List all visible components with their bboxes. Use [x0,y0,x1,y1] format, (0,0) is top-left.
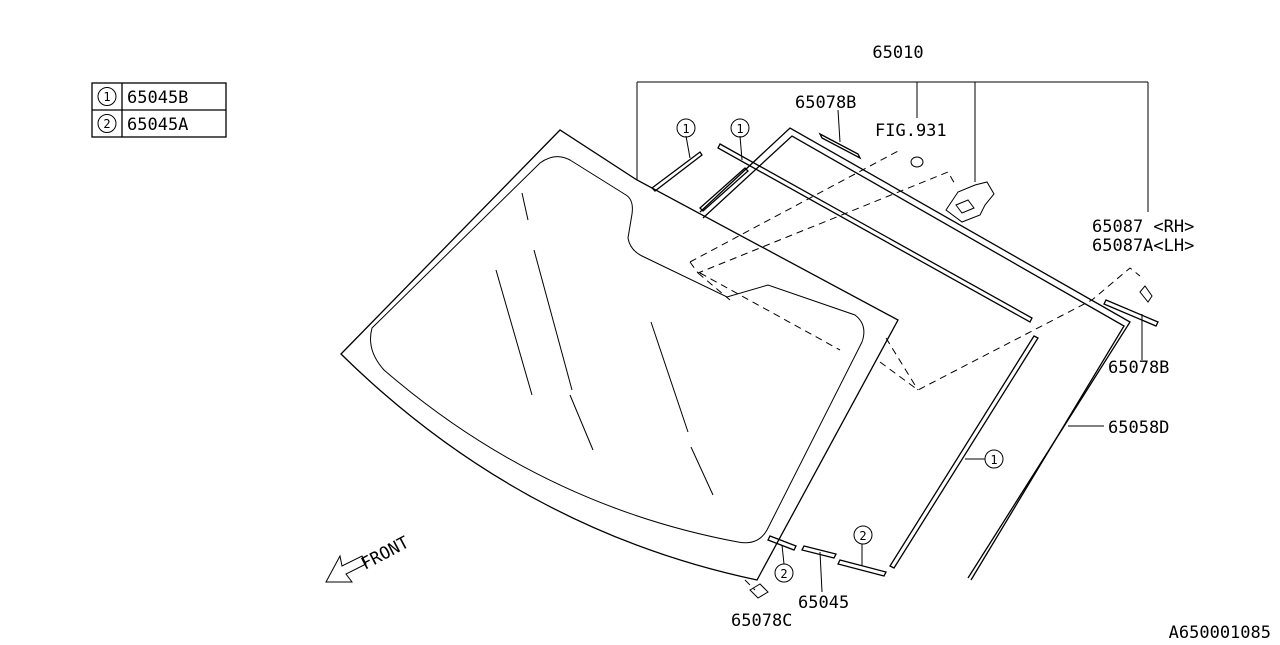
callout-right: 1 [990,453,997,467]
legend-key-1: 1 [103,90,110,104]
callout-circle-top-b [730,118,750,138]
label-65058d: 65058D [1108,418,1169,438]
callout-circle-bottom-b [853,525,873,545]
label-65078b-top: 65078B [795,93,856,113]
legend-table: 1 65045B 2 65045A [91,82,227,138]
label-65087a-lh: 65087A<LH> [1092,236,1194,256]
body-opening-dashed [689,149,1141,391]
callout-bottom-a: 2 [780,567,787,581]
label-fig-931: FIG.931 [875,121,947,141]
drawing-id: A650001085 [1169,623,1271,640]
label-65010: 65010 [872,43,923,63]
spacer-2-bottom: 2 2 65045 [767,525,887,613]
assembly-bracket: 65010 [636,43,1149,212]
mirror-bracket [945,181,995,223]
callout-bottom-b: 2 [859,529,866,543]
label-front: FRONT [358,533,413,575]
glass-reflection [495,192,714,496]
legend-part-2: 65045A [127,115,188,135]
label-65087-rh: 65087 <RH> [1092,217,1194,237]
ceramic-print-outline [370,156,865,544]
spacer-1-top: 1 1 [651,118,750,212]
front-direction: FRONT [325,533,413,583]
stopper-65078c: 65078C [731,579,792,631]
legend-key-2: 2 [103,117,110,131]
callout-circle-top-a [676,118,696,138]
spacer-1-right: 1 [889,335,1039,569]
fig-931-part-icon [910,156,924,168]
label-65078b-right: 65078B [1108,358,1169,378]
callout-circle-right [984,449,1004,469]
clip-65087: 65087 <RH> 65087A<LH> [1092,217,1194,303]
legend-key-circle-1 [97,87,117,106]
label-65078c: 65078C [731,611,792,631]
dam-rubber-65058d: 65058D [1068,418,1169,438]
callout-top-b: 1 [736,122,743,136]
windshield-frame [699,127,1131,581]
molding-65078b-right: 65078B [1103,299,1169,378]
legend-key-circle-2 [97,114,117,133]
callout-top-a: 1 [682,122,689,136]
label-65045: 65045 [798,593,849,613]
legend-part-1: 65045B [127,88,188,108]
callout-circle-bottom-a [774,563,794,583]
windshield-glass [340,129,899,581]
molding-65078b-top: 65078B [795,93,862,160]
spacer-long-top [717,143,1033,323]
fig-931-ref: FIG.931 [875,121,947,168]
front-arrow-icon [325,554,367,583]
